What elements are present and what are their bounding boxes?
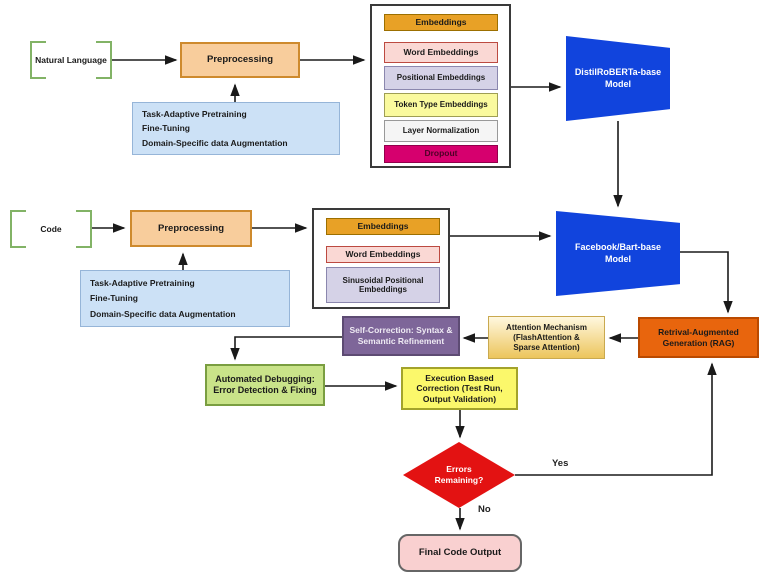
layer-normalization-label: Layer Normalization xyxy=(402,126,480,136)
pretraining-code-line3: Domain-Specific data Augmentation xyxy=(90,308,236,319)
stack-item-word-embeddings: Word Embeddings xyxy=(326,246,440,263)
token-type-embeddings-label: Token Type Embeddings xyxy=(394,100,488,110)
execution-based-correction-label: Execution Based Correction (Test Run, Ou… xyxy=(416,372,503,404)
rag-label: Retrival-Augmented Generation (RAG) xyxy=(658,326,739,348)
stack-item-embeddings: Embeddings xyxy=(384,14,498,31)
preprocessing-nl-label: Preprocessing xyxy=(207,54,273,66)
final-code-output-label: Final Code Output xyxy=(418,547,502,559)
node-rag: Retrival-Augmented Generation (RAG) xyxy=(638,317,759,358)
pretraining-nl-line2: Fine-Tuning xyxy=(142,123,190,134)
node-embeddings-stack-nl: Embeddings Word Embeddings Positional Em… xyxy=(370,4,511,168)
code-label: Code xyxy=(40,223,62,234)
facebook-bart-label: Facebook/Bart-base Model xyxy=(574,242,662,264)
node-automated-debugging: Automated Debugging: Error Detection & F… xyxy=(205,364,325,406)
node-attention-mechanism: Attention Mechanism (FlashAttention & Sp… xyxy=(488,316,605,359)
right-bracket-shape xyxy=(96,41,112,79)
stack-item-token-type-embeddings: Token Type Embeddings xyxy=(384,93,498,117)
dropout-label: Dropout xyxy=(424,148,458,159)
right-bracket-shape xyxy=(76,210,92,248)
embeddings-label: Embeddings xyxy=(415,16,467,27)
node-self-correction: Self-Correction: Syntax & Semantic Refin… xyxy=(342,316,460,356)
attention-mechanism-label: Attention Mechanism (FlashAttention & Sp… xyxy=(506,322,587,352)
edge-label-no: No xyxy=(478,504,491,515)
node-preprocessing-nl: Preprocessing xyxy=(180,42,300,78)
sinusoidal-positional-embeddings-label: Sinusoidal Positional Embeddings xyxy=(342,275,424,294)
node-errors-remaining-decision: Errors Remaining? xyxy=(403,442,515,508)
automated-debugging-label: Automated Debugging: Error Detection & F… xyxy=(213,373,317,395)
stack-item-word-embeddings: Word Embeddings xyxy=(384,42,498,63)
self-correction-label: Self-Correction: Syntax & Semantic Refin… xyxy=(349,325,453,346)
stack-item-dropout: Dropout xyxy=(384,145,498,163)
pretraining-code-line2: Fine-Tuning xyxy=(90,293,138,304)
stack-item-sinusoidal-positional-embeddings: Sinusoidal Positional Embeddings xyxy=(326,267,440,303)
node-natural-language-input: Natural Language xyxy=(30,41,112,79)
preprocessing-code-label: Preprocessing xyxy=(158,222,224,234)
node-preprocessing-code: Preprocessing xyxy=(130,210,252,247)
word-embeddings-label: Word Embeddings xyxy=(345,248,421,259)
edge-label-yes: Yes xyxy=(552,458,569,469)
stack-item-embeddings: Embeddings xyxy=(326,218,440,235)
node-code-input: Code xyxy=(10,210,92,248)
left-bracket-shape xyxy=(10,210,26,248)
node-pretraining-nl: Task-Adaptive Pretraining Fine-Tuning Do… xyxy=(132,102,340,155)
word-embeddings-label: Word Embeddings xyxy=(403,46,479,57)
left-bracket-shape xyxy=(30,41,46,79)
node-facebook-bart-model: Facebook/Bart-base Model xyxy=(556,211,680,296)
stack-item-positional-embeddings: Positional Embeddings xyxy=(384,66,498,90)
connector-selfcorrection-autodebug xyxy=(230,336,342,361)
connector-decision-yes-rag xyxy=(515,362,717,476)
node-embeddings-stack-code: Embeddings Word Embeddings Sinusoidal Po… xyxy=(312,208,450,309)
node-final-code-output: Final Code Output xyxy=(398,534,522,572)
pretraining-nl-line1: Task-Adaptive Pretraining xyxy=(142,108,247,119)
node-execution-based-correction: Execution Based Correction (Test Run, Ou… xyxy=(401,367,518,410)
errors-remaining-label: Errors Remaining? xyxy=(434,464,484,485)
embeddings-label: Embeddings xyxy=(357,220,409,231)
positional-embeddings-label: Positional Embeddings xyxy=(396,73,486,83)
pretraining-nl-line3: Domain-Specific data Augmentation xyxy=(142,137,288,148)
connector-bart-rag xyxy=(680,251,733,314)
node-pretraining-code: Task-Adaptive Pretraining Fine-Tuning Do… xyxy=(80,270,290,327)
stack-item-layer-normalization: Layer Normalization xyxy=(384,120,498,142)
natural-language-label: Natural Language xyxy=(35,54,107,65)
pretraining-code-line1: Task-Adaptive Pretraining xyxy=(90,277,195,288)
distilroberta-label: DistilRoBERTa-base Model xyxy=(574,67,662,89)
node-distilroberta-model: DistilRoBERTa-base Model xyxy=(566,36,670,121)
